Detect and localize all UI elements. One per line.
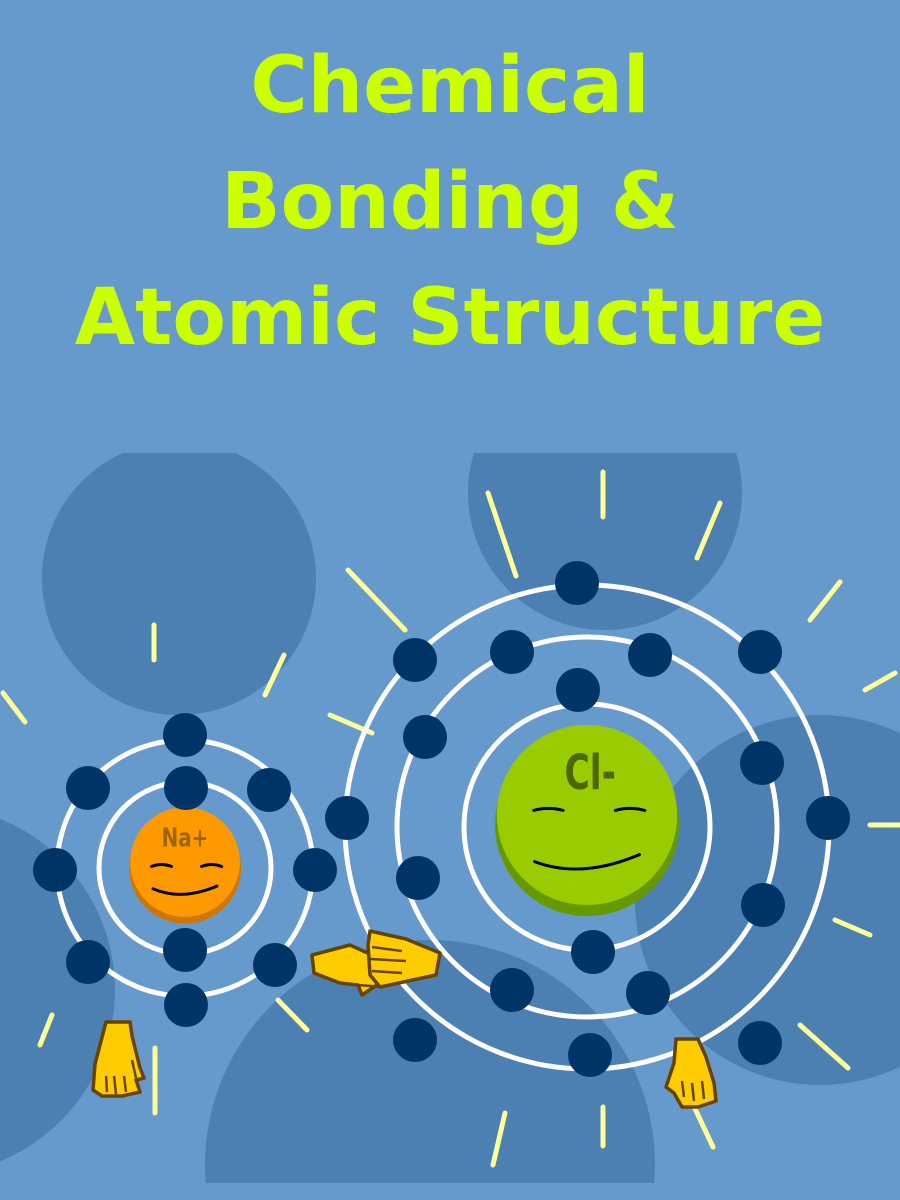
na-left-hand-icon <box>91 1020 146 1098</box>
title-line-3: Atomic Structure <box>74 273 826 363</box>
electron <box>393 1018 437 1062</box>
ray <box>37 1012 55 1048</box>
orbit-ring <box>394 634 780 1020</box>
electron <box>626 971 670 1015</box>
eye-icon <box>199 862 224 868</box>
electron <box>164 983 208 1027</box>
electron <box>490 968 534 1012</box>
electron <box>163 928 207 972</box>
background-blob <box>468 453 742 630</box>
smile-icon <box>533 853 641 871</box>
background-blob <box>0 818 115 1162</box>
electron <box>740 741 784 785</box>
sodium-atom: Na+ <box>33 713 337 1027</box>
electron <box>293 848 337 892</box>
electron <box>396 856 440 900</box>
background-blob <box>205 940 655 1183</box>
title-line-1: Chemical <box>250 41 650 131</box>
chlorine-atom: Cl- <box>325 561 850 1077</box>
title-line-2: Bonding & <box>221 157 679 247</box>
smile-icon <box>151 884 219 896</box>
ray <box>485 490 519 579</box>
electron <box>806 796 850 840</box>
electron <box>556 668 600 712</box>
page-title: Chemical Bonding & Atomic Structure <box>0 28 900 376</box>
handshake-icon <box>310 929 442 997</box>
atoms: Na+ Cl- <box>33 561 850 1077</box>
electron <box>741 883 785 927</box>
electron <box>571 930 615 974</box>
ray <box>275 997 310 1033</box>
ray <box>807 579 843 623</box>
electron <box>628 633 672 677</box>
sodium-label: Na+ <box>162 823 209 853</box>
electron <box>403 715 447 759</box>
hands <box>91 929 718 1109</box>
electron <box>66 766 110 810</box>
chlorine-nucleus: Cl- <box>495 724 679 917</box>
electron <box>163 713 207 757</box>
electron <box>555 561 599 605</box>
chlorine-label: Cl- <box>564 746 616 801</box>
electron <box>738 1021 782 1065</box>
sodium-nucleus: Na+ <box>129 807 241 924</box>
ray <box>694 500 723 561</box>
ray <box>862 670 898 693</box>
ray <box>490 1110 508 1168</box>
electron <box>738 630 782 674</box>
eye-icon <box>613 806 647 812</box>
electron <box>568 1033 612 1077</box>
eye-icon <box>532 806 565 812</box>
cl-right-hand-icon <box>664 1037 718 1109</box>
background-blob <box>42 453 316 715</box>
ray <box>345 567 408 633</box>
ray <box>832 917 873 938</box>
electron <box>247 768 291 812</box>
sparkle-rays <box>0 469 900 1168</box>
electron <box>66 940 110 984</box>
ray <box>797 1022 851 1071</box>
electron <box>393 638 437 682</box>
electron <box>164 766 208 810</box>
eye-icon <box>149 862 174 868</box>
electron <box>490 630 534 674</box>
electron <box>33 848 77 892</box>
ray <box>262 652 287 698</box>
ray <box>0 690 28 725</box>
electron <box>325 796 369 840</box>
electron <box>253 943 297 987</box>
